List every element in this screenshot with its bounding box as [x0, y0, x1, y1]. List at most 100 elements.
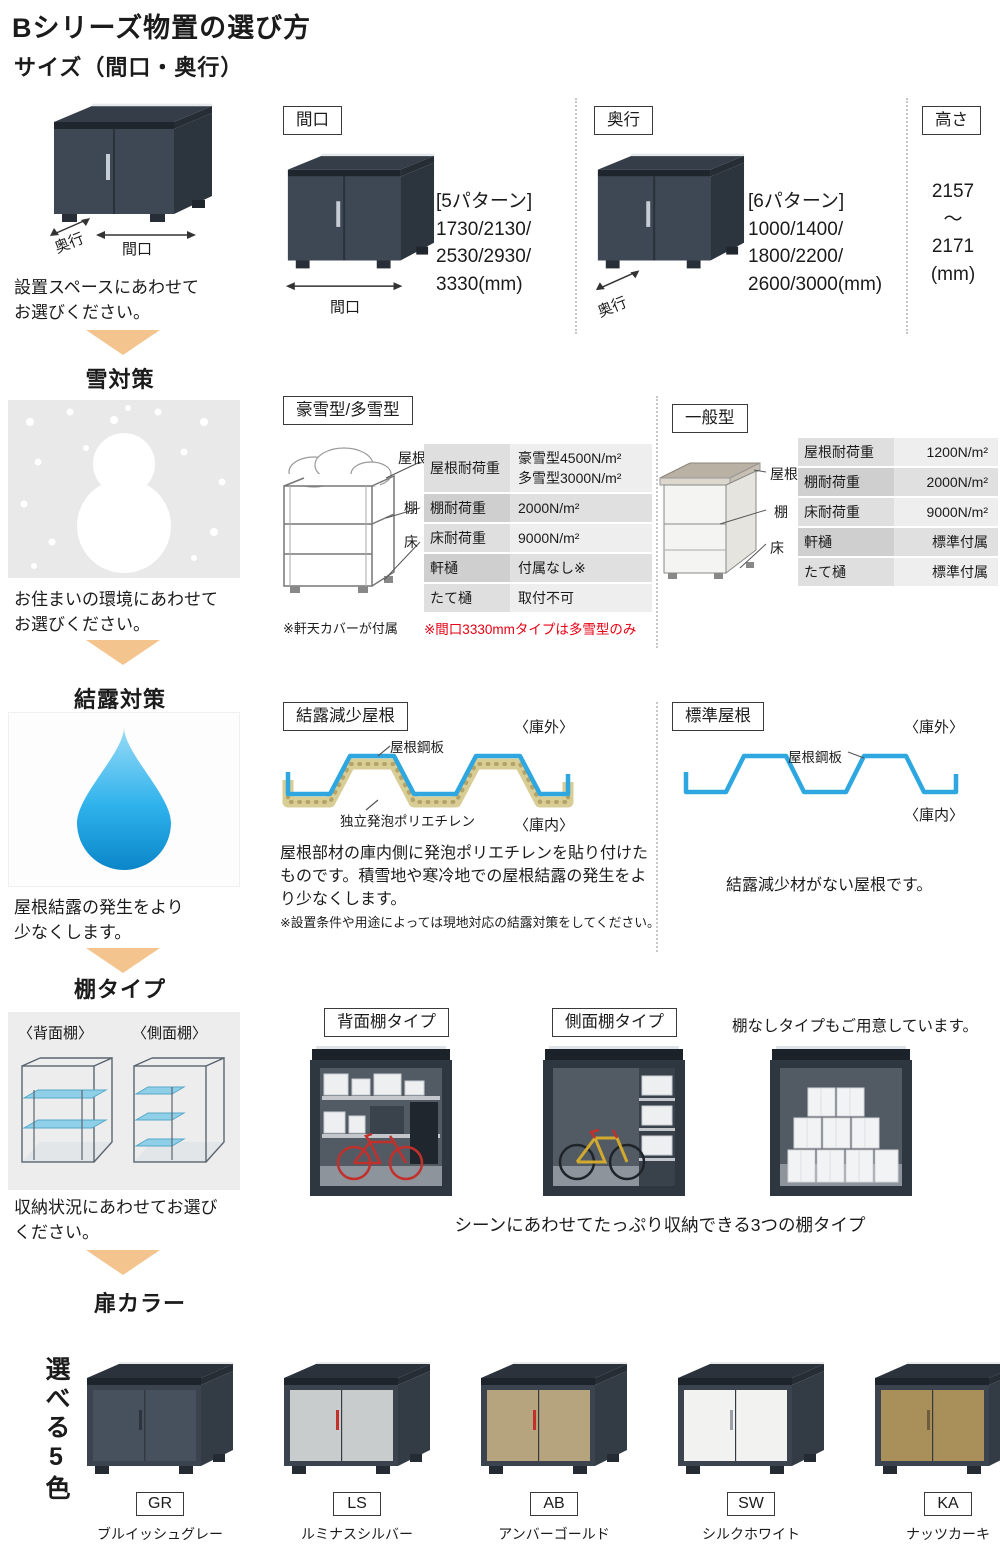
width-dimension-label: 間口 — [330, 299, 361, 316]
snowman-icon — [20, 405, 226, 573]
panel-separator — [575, 98, 577, 334]
heavy-snow-warning: ※間口3330mmタイプは多雪型のみ — [424, 622, 637, 637]
spec-name: 屋根耐荷重 — [798, 438, 894, 466]
spec-value: 標準付属 — [894, 528, 998, 556]
heavy-snow-shed-diagram — [283, 447, 421, 593]
standard-roof-description: 結露減少材がない屋根です。 — [726, 877, 933, 894]
general-shelf-part-label: 棚 — [774, 504, 788, 520]
width-pattern-count: [5パターン] — [436, 191, 533, 212]
reduced-roof-note: ※設置条件や用途によっては現地対応の結露対策をしてください。 — [280, 915, 660, 930]
spec-value: 9000N/m² — [894, 498, 998, 526]
reduced-roof-description: 屋根部材の庫内側に発泡ポリエチレンを貼り付けたものです。積雪地や寒冷地での屋根結… — [280, 845, 649, 909]
color-name-label: アンバーゴールド — [498, 1526, 610, 1542]
spec-name: 軒樋 — [798, 528, 894, 556]
shelf-bottom-caption: シーンにあわせてたっぷり収納できる3つの棚タイプ — [454, 1215, 866, 1235]
heavy-snow-note: ※軒天カバーが付属 — [283, 621, 398, 636]
color-swatch-shed-ab — [481, 1362, 627, 1474]
standard-roof-label-box: 標準屋根 — [672, 702, 764, 732]
side-shelf-diagram-label: 〈側面棚〉 — [132, 1025, 208, 1042]
general-roof-part-label: 屋根 — [770, 466, 798, 482]
color-count-vertical-label: 選べる5色 — [42, 1356, 70, 1504]
spec-value: 2000N/m² — [510, 494, 652, 522]
spec-name: 軒樋 — [424, 554, 510, 582]
size-overview-shed-illustration — [50, 103, 212, 239]
table-row: 屋根耐荷重豪雪型4500N/m² 多雪型3000N/m² — [424, 444, 652, 492]
spec-value: 標準付属 — [894, 558, 998, 586]
heavy-snow-label-box: 豪雪型/多雪型 — [283, 396, 413, 426]
snow-section-heading: 雪対策 — [85, 367, 155, 392]
back-shelf-diagram-label: 〈背面棚〉 — [18, 1025, 94, 1042]
condensation-caption: 屋根結露の発生をより 少なくします。 — [14, 898, 184, 942]
back-shelf-photo — [310, 1046, 452, 1196]
general-type-label-box: 一般型 — [672, 404, 748, 434]
spec-value: 1200N/m² — [894, 438, 998, 466]
spec-name: 床耐荷重 — [798, 498, 894, 526]
shelf-caption: 収納状況にあわせてお選び ください。 — [14, 1198, 218, 1242]
depth-patterns-block: [6パターン] 1000/1400/ 1800/2200/ 2600/3000(… — [748, 188, 898, 298]
reduced-inside-label: 〈庫内〉 — [513, 817, 574, 834]
reduced-steel-label: 屋根鋼板 — [390, 740, 444, 755]
water-drop-panel — [8, 712, 240, 887]
color-swatch-shed-ka — [875, 1362, 1000, 1474]
spec-value: 2000N/m² — [894, 468, 998, 496]
depth-pattern-values: 1000/1400/ 1800/2200/ 2600/3000(mm) — [748, 218, 883, 295]
spec-value: 付属なし※ — [510, 554, 652, 582]
general-floor-part-label: 床 — [770, 540, 784, 556]
width-shed-illustration — [285, 153, 435, 291]
standard-steel-label: 屋根鋼板 — [788, 750, 842, 765]
color-code-badge: AB — [530, 1492, 578, 1516]
color-name-label: シルクホワイト — [702, 1526, 800, 1542]
width-label-box: 間口 — [283, 106, 342, 136]
reduced-outside-label: 〈庫外〉 — [513, 719, 574, 736]
spec-name: たて樋 — [424, 584, 510, 612]
section-flow-arrow — [86, 640, 160, 665]
spec-value: 9000N/m² — [510, 524, 652, 552]
height-label-box: 高さ — [922, 106, 981, 136]
standard-outside-label: 〈庫外〉 — [903, 719, 964, 736]
panel-separator — [906, 98, 908, 334]
side-shelf-wireframe — [133, 1056, 225, 1163]
color-code-badge: GR — [136, 1492, 184, 1516]
heavy-shelf-part-label: 棚 — [404, 500, 418, 516]
spec-name: たて樋 — [798, 558, 894, 586]
width-patterns-block: [5パターン] 1730/2130/ 2530/2930/ 3330(mm) — [436, 188, 576, 298]
color-swatch-shed-gr — [87, 1362, 233, 1474]
reduced-foam-label: 独立発泡ポリエチレン — [340, 814, 475, 829]
color-name-label: ルミナスシルバー — [301, 1526, 413, 1542]
table-row: たて樋取付不可 — [424, 584, 652, 612]
table-row: 軒樋付属なし※ — [424, 554, 652, 582]
water-drop-icon — [77, 727, 171, 870]
color-code-badge: LS — [333, 1492, 381, 1516]
color-code-badge: SW — [727, 1492, 775, 1516]
depth-label-box: 奥行 — [594, 106, 653, 136]
side-shelf-photo — [543, 1046, 685, 1196]
color-swatch-shed-ls — [284, 1362, 430, 1474]
condensation-section-heading: 結露対策 — [73, 687, 166, 712]
no-shelf-photo — [770, 1046, 912, 1196]
height-values: 2157 〜 2171 (mm) — [930, 181, 976, 285]
heavy-roof-part-label: 屋根 — [398, 450, 426, 466]
page-title: Bシリーズ物置の選び方 — [12, 13, 312, 43]
color-name-label: ブルイッシュグレー — [97, 1526, 223, 1542]
shelf-section-heading: 棚タイプ — [73, 977, 166, 1002]
spec-name: 棚耐荷重 — [798, 468, 894, 496]
reduced-roof-diagram — [282, 745, 574, 811]
snowman-illustration-panel — [8, 400, 240, 578]
panel-separator — [656, 702, 658, 952]
depth-shed-illustration — [595, 153, 745, 291]
table-row: たて樋標準付属 — [798, 558, 998, 586]
standard-roof-diagram — [683, 751, 959, 795]
section-flow-arrow — [86, 948, 160, 973]
depth-pattern-count: [6パターン] — [748, 191, 845, 212]
spec-name: 床耐荷重 — [424, 524, 510, 552]
general-shed-diagram — [659, 462, 767, 579]
heavy-floor-part-label: 床 — [404, 534, 418, 550]
